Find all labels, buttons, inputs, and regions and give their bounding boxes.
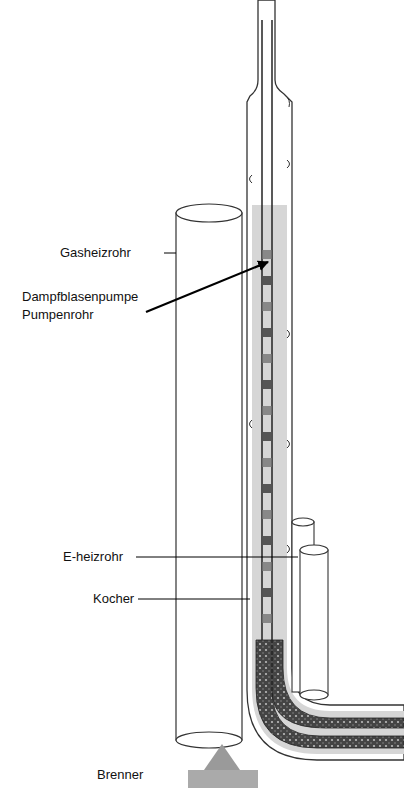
vapour-bubble <box>263 614 272 623</box>
boiler-sump <box>256 640 404 748</box>
part-label: E-heizrohr <box>63 548 123 566</box>
vapour-bubble <box>263 328 272 337</box>
leader-lines <box>136 253 298 599</box>
vapour-bubble <box>263 302 272 311</box>
tube-ridges <box>250 95 290 553</box>
vapour-bubble <box>263 432 272 441</box>
vapour-bubble <box>263 276 272 285</box>
vapour-bubble <box>263 380 272 389</box>
liquid-fill <box>252 205 404 754</box>
vapour-bubble <box>263 458 272 467</box>
vapour-bubble <box>263 562 272 571</box>
part-label: Brenner <box>97 766 143 784</box>
pump-tube <box>262 20 272 640</box>
boiler-tube <box>247 0 404 760</box>
vapour-bubble <box>263 250 272 259</box>
part-label: Gasheizrohr <box>60 244 131 262</box>
vapour-bubble <box>263 406 272 415</box>
vapour-bubble <box>263 510 272 519</box>
part-label: Dampfblasenpumpe Pumpenrohr <box>22 288 144 324</box>
vapour-bubble <box>263 484 272 493</box>
burner <box>188 744 258 788</box>
electric-heating-tube <box>292 518 328 700</box>
part-label: Kocher <box>93 590 134 608</box>
vapour-bubble <box>263 536 272 545</box>
vapour-bubble <box>263 354 272 363</box>
vapour-bubble <box>263 588 272 597</box>
